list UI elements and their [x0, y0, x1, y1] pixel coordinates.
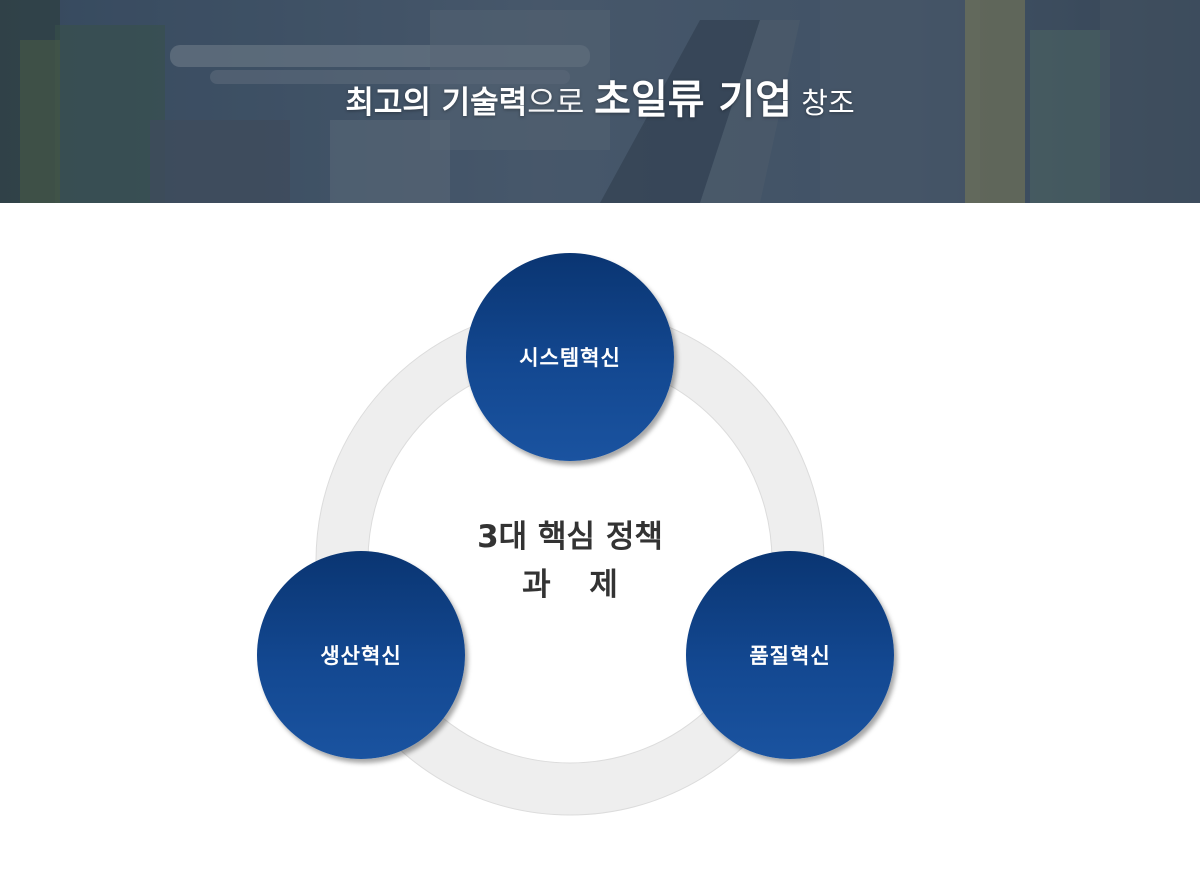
node-production-innovation: 생산혁신	[257, 551, 465, 759]
banner-title-part-4: 창조	[792, 86, 855, 120]
hero-banner: 최고의 기술력으로 초일류 기업 창조	[0, 0, 1200, 203]
banner-title-part-3: 초일류 기업	[594, 77, 793, 123]
node-system-innovation: 시스템혁신	[466, 253, 674, 461]
node-label: 품질혁신	[749, 644, 831, 668]
banner-title: 최고의 기술력으로 초일류 기업 창조	[0, 70, 1200, 138]
banner-title-part-1: 최고의 기술력	[345, 85, 528, 121]
banner-title-part-2: 으로	[527, 85, 595, 121]
node-label: 시스템혁신	[519, 346, 621, 370]
center-title-line-2: 과 제	[522, 567, 632, 603]
factory-background-image	[0, 0, 1200, 203]
node-quality-innovation: 품질혁신	[686, 551, 894, 759]
center-title: 3대 핵심 정책 과 제	[420, 513, 720, 609]
center-title-line-1: 3대 핵심 정책	[477, 519, 663, 555]
node-label: 생산혁신	[320, 644, 402, 668]
policy-diagram: 3대 핵심 정책 과 제 시스템혁신 생산혁신 품질혁신	[0, 203, 1200, 872]
